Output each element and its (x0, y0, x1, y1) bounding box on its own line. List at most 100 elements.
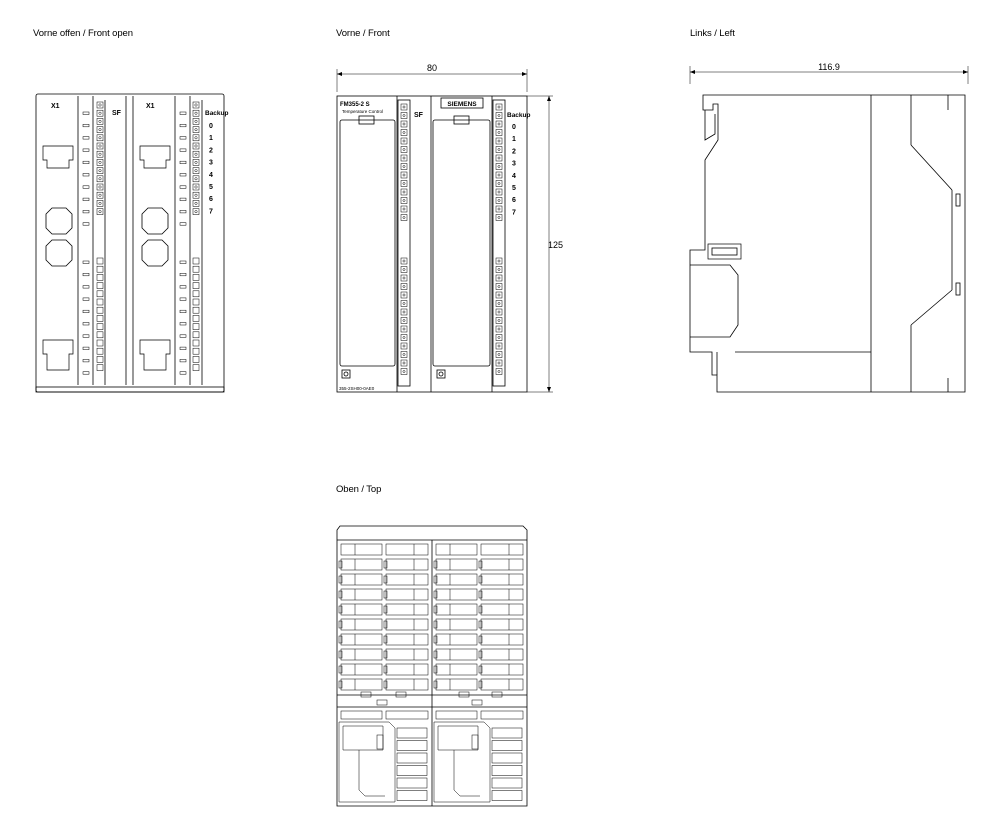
front-channel-4: 4 (512, 173, 516, 180)
front-outline (336, 95, 528, 393)
front-m1-led (400, 317, 408, 324)
top-lower-section (338, 710, 524, 803)
top-lower-terminal (396, 752, 428, 764)
front-open-m2-led (192, 150, 200, 158)
front-m1-led (400, 154, 408, 162)
front-open-m2-led (192, 101, 200, 109)
front-open-m1-led (96, 126, 104, 133)
front-open-m2-slot (179, 222, 187, 226)
front-m1-led (400, 112, 408, 119)
front-open-m2-slot (179, 334, 187, 338)
front-m1-window (339, 119, 396, 367)
front-m2-led (495, 334, 503, 341)
front-open-m1-slot (82, 285, 90, 289)
top-terminal (385, 633, 429, 646)
front-open-m2-led (192, 257, 200, 265)
front-open-channel-4: 4 (209, 172, 213, 179)
front-open-m1-slot (82, 136, 90, 140)
front-open-m1-slot (82, 371, 90, 375)
front-open-m2-slot (179, 297, 187, 301)
front-open-m2-led (192, 191, 200, 199)
top-terminal (385, 648, 429, 661)
front-m2-led (495, 137, 503, 145)
front-open-m2-slot (179, 136, 187, 140)
front-open-m1-led (96, 183, 104, 191)
front-m2-led (495, 188, 503, 196)
top-terminal (435, 618, 478, 631)
front-open-m1-led (96, 298, 104, 306)
front-open-m1-led (96, 167, 104, 174)
top-terminal (340, 618, 383, 631)
left-depth-dimension: 116.9 (818, 62, 840, 72)
front-open-m1-led (96, 150, 104, 158)
front-open-m1-led (96, 208, 104, 215)
top-terminal (480, 603, 524, 616)
front-m2-led (495, 120, 503, 128)
top-terminal (435, 543, 478, 556)
front-m2-led (495, 266, 503, 273)
front-open-m1-led (96, 306, 104, 314)
front-open-m2-slot (179, 111, 187, 115)
front-m2-led (495, 283, 503, 290)
front-open-m2-slot (179, 260, 187, 264)
front-open-channel-3: 3 (209, 160, 213, 167)
front-open-m1-slot (82, 273, 90, 277)
front-open-m2-led (192, 118, 200, 125)
front-channel-3: 3 (512, 161, 516, 168)
front-open-m2-led (192, 274, 200, 281)
front-open-m1-led (96, 274, 104, 281)
front-m1-led (400, 291, 408, 299)
top-terminal (435, 678, 478, 691)
front-open-m1-led (96, 331, 104, 339)
front-m1-led (400, 351, 408, 358)
front-channel-5: 5 (512, 185, 516, 192)
front-m1-led (400, 368, 408, 375)
front-open-m2-slot (179, 197, 187, 201)
front-m2-led (495, 300, 503, 307)
front-open-m1-bottom-clamp (42, 339, 74, 371)
front-open-channel-0: 0 (209, 123, 213, 130)
front-open-m1-led (96, 290, 104, 298)
front-open-m2-slot (179, 273, 187, 277)
front-m1-led (400, 163, 408, 170)
front-m2-screw (436, 369, 446, 379)
front-m1-led (400, 300, 408, 307)
front-m1-screw (341, 369, 351, 379)
front-open-m1-led (96, 134, 104, 142)
front-open-m2-slot (179, 285, 187, 289)
front-m1-led (400, 308, 408, 316)
top-terminal (435, 633, 478, 646)
front-open-m1-slot (82, 309, 90, 313)
top-terminal (435, 648, 478, 661)
top-terminal (340, 558, 383, 571)
front-m2-led (495, 308, 503, 316)
front-open-m1-slot (82, 185, 90, 189)
front-view-drawing: 80 125 FM355-2 S Temperature Control SF … (336, 63, 563, 393)
front-m1-led (400, 103, 408, 111)
front-m2-led (495, 325, 503, 333)
front-open-m2-octagon-top (141, 207, 169, 235)
front-open-m2-led (192, 109, 200, 117)
front-open-m1-slot (82, 148, 90, 152)
front-open-m1-slot (82, 160, 90, 164)
left-slot-top (955, 193, 961, 207)
top-terminal (340, 633, 383, 646)
top-terminal (340, 648, 383, 661)
left-outline (689, 94, 966, 393)
top-terminal (385, 588, 429, 601)
front-open-m1-led (96, 282, 104, 289)
front-m1-product-name: FM355-2 S (340, 102, 370, 108)
front-m2-led (495, 205, 503, 213)
front-open-m2-led (192, 331, 200, 339)
front-m1-led (400, 137, 408, 145)
front-open-m2-slot (179, 185, 187, 189)
front-open-m1-led (96, 323, 104, 330)
front-open-m2-led (192, 183, 200, 191)
front-m2-led (495, 163, 503, 170)
front-open-m1-led (96, 175, 104, 183)
front-open-m1-slot (82, 222, 90, 226)
front-open-m2-slot (179, 359, 187, 363)
front-open-m2-slot (179, 309, 187, 313)
front-open-channel-1: 1 (209, 135, 213, 142)
